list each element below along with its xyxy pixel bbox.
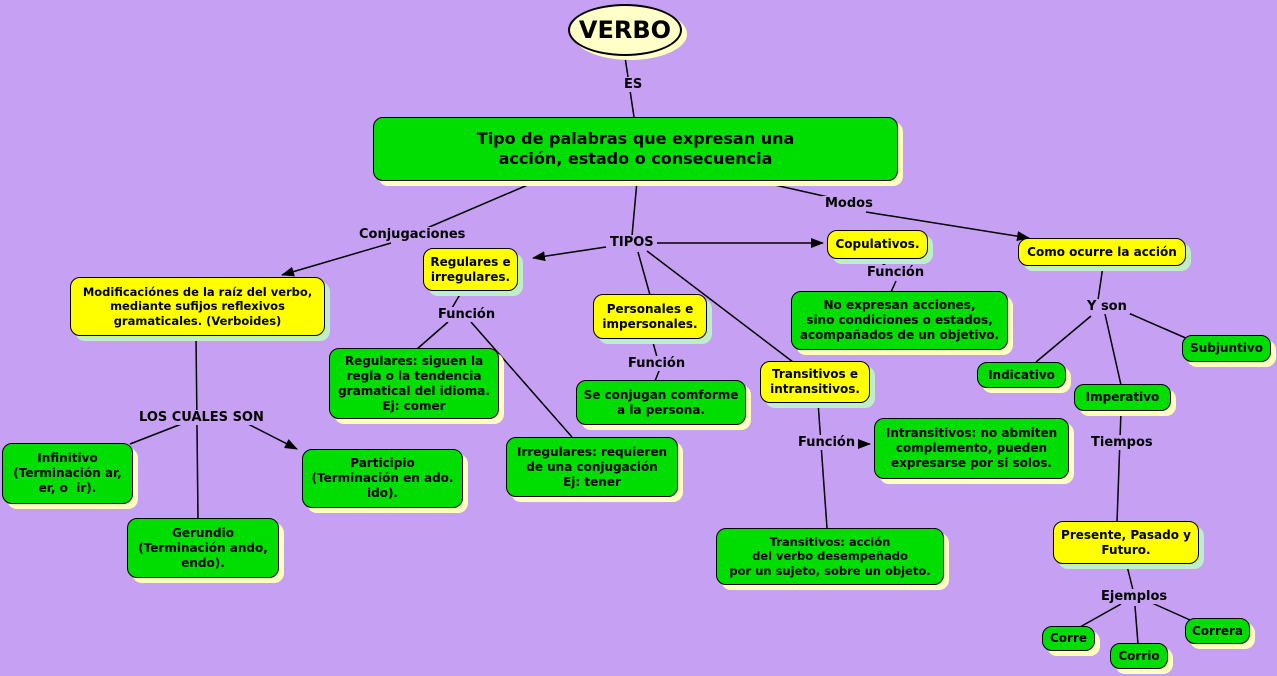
link-label-funcion-personales[interactable]: Función [625, 356, 689, 371]
node-transitivos-intransitivos[interactable]: Transitivos e intransitivos. [760, 361, 870, 403]
node-presente-pasado-futuro[interactable]: Presente, Pasado y Futuro. [1053, 521, 1199, 564]
line-modos-como-ocurre [865, 211, 1030, 242]
line-y-son-indicativo [1035, 315, 1092, 363]
node-se-conjugan[interactable]: Se conjugan comforme a la persona. [576, 380, 746, 425]
node-intransitivos-def[interactable]: Intransitivos: no abmiten complemento, p… [874, 418, 1069, 479]
node-como-ocurre[interactable]: Como ocurre la acción [1018, 238, 1186, 266]
line-transitivos-transitivos-def [817, 401, 828, 529]
line-los-cuales-son-infinitivo [129, 422, 185, 445]
line-definicion-tipos [631, 180, 638, 237]
node-indicativo[interactable]: Indicativo [977, 362, 1066, 388]
link-label-funcion-transitivos[interactable]: Función [795, 435, 859, 450]
node-regulares-irregulares[interactable]: Regulares e irregulares. [423, 248, 518, 291]
line-imperativo-presente [1116, 410, 1122, 523]
line-conjugaciones-modificaciones [281, 242, 392, 277]
link-label-funcion-regulares[interactable]: Función [435, 307, 499, 322]
line-ejemplos-corre [1079, 603, 1122, 628]
line-funcion3-no-expresan [890, 280, 897, 293]
link-label-funcion-copulativos[interactable]: Función [864, 265, 928, 280]
link-label-modos[interactable]: Modos [822, 196, 876, 211]
node-irregulares-def[interactable]: Irregulares: requieren de una conjugació… [506, 437, 678, 497]
node-corre[interactable]: Corre [1042, 626, 1095, 651]
node-gerundio[interactable]: Gerundio (Terminación ando, endo). [127, 518, 279, 578]
link-label-tipos[interactable]: TIPOS [607, 235, 657, 250]
node-correra[interactable]: Correra [1185, 618, 1250, 644]
node-copulativos[interactable]: Copulativos. [827, 230, 928, 259]
line-modificaciones-gerundio [195, 335, 199, 520]
line-ejemplos-corrio [1134, 605, 1139, 645]
node-transitivos-def[interactable]: Transitivos: acción del verbo desempeñad… [716, 528, 944, 585]
node-personales-impersonales[interactable]: Personales e impersonales. [593, 294, 707, 339]
line-funcion1-regulares-def [416, 321, 449, 350]
line-y-son-subjuntivo [1125, 311, 1189, 340]
link-label-ejemplos[interactable]: Ejemplos [1098, 589, 1171, 604]
line-tipos-regulares [532, 246, 607, 262]
line-como-ocurre-y-son [1097, 265, 1104, 301]
line-definicion-conjugaciones [419, 180, 538, 232]
line-presente-ejemplos [1125, 561, 1134, 591]
node-subjuntivo[interactable]: Subjuntivo [1182, 335, 1271, 362]
link-label-conjugaciones[interactable]: Conjugaciones [356, 227, 469, 242]
node-definicion[interactable]: Tipo de palabras que expresan una acción… [373, 117, 898, 181]
line-funcion2-se-conjugan [654, 370, 660, 382]
node-participio[interactable]: Participio (Terminación en ado. ido). [302, 449, 463, 508]
node-regulares-def[interactable]: Regulares: siguen la regla o la tendenci… [329, 348, 499, 419]
node-infinitivo[interactable]: Infinitivo (Terminación ar, er, o ir). [2, 443, 133, 504]
node-imperativo[interactable]: Imperativo [1074, 384, 1171, 411]
link-label-los-cuales-son[interactable]: LOS CUALES SON [136, 410, 267, 425]
node-verbo[interactable]: VERBO [568, 4, 682, 56]
line-personales-funcion2 [651, 338, 658, 358]
line-regulares-funcion1 [451, 290, 463, 309]
node-corrio[interactable]: Corrio [1110, 643, 1168, 669]
line-tipos-transitivos [646, 250, 794, 363]
line-ejemplos-correra [1151, 602, 1191, 621]
line-y-son-imperativo [1104, 313, 1122, 386]
link-label-es[interactable]: ES [621, 77, 646, 92]
link-label-y-son[interactable]: Y son [1084, 299, 1130, 314]
line-los-cuales-son-participio [245, 422, 298, 450]
line-copulativos-funcion3 [875, 258, 887, 267]
line-tipos-personales [637, 251, 651, 296]
node-modificaciones[interactable]: Modificaciónes de la raíz del verbo, med… [70, 277, 325, 336]
node-no-expresan[interactable]: No expresan acciones, sino condiciones o… [791, 291, 1008, 350]
link-label-tiempos[interactable]: Tiempos [1088, 435, 1156, 450]
line-funcion1-irregulares-def [470, 321, 573, 438]
